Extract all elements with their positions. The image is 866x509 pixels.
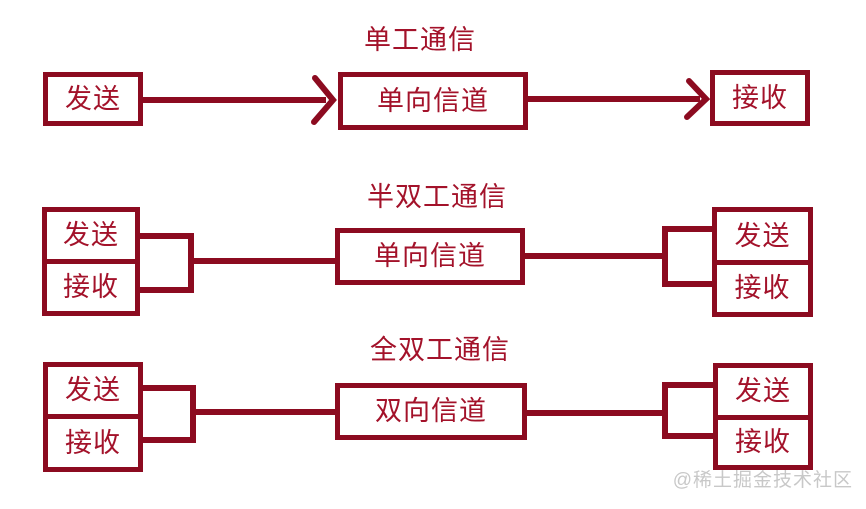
half-duplex-channel-box: 单向信道: [335, 228, 525, 285]
full-duplex-left-send-box: 发送: [43, 362, 143, 419]
bracket-shape: [662, 382, 713, 439]
full-duplex-title: 全双工通信: [370, 335, 510, 365]
full-duplex-right-send-label: 发送: [735, 376, 791, 406]
full-duplex-channel-label: 双向信道: [375, 396, 487, 426]
half-duplex-left-receive-box: 接收: [42, 259, 140, 316]
half-duplex-channel-label: 单向信道: [374, 241, 486, 271]
half-duplex-right-receive-label: 接收: [734, 273, 791, 303]
bracket-shape: [140, 233, 194, 293]
full-duplex-left-bracket: [143, 385, 336, 443]
half-duplex-right-receive-box: 接收: [712, 260, 813, 317]
simplex-left-arrow: [143, 75, 337, 125]
full-duplex-left-receive-label: 接收: [65, 427, 121, 458]
half-duplex-left-receive-label: 接收: [63, 272, 119, 302]
half-duplex-left-bracket: [140, 233, 336, 293]
bracket-shape: [143, 385, 196, 443]
full-duplex-right-send-box: 发送: [713, 363, 813, 420]
half-duplex-right-bracket: [524, 226, 712, 287]
arrow-right-icon: [311, 75, 337, 125]
half-duplex-left-send-box: 发送: [42, 207, 140, 264]
full-duplex-left-send-label: 发送: [65, 375, 121, 405]
arrow-right-icon: [684, 78, 711, 120]
half-duplex-right-send-label: 发送: [734, 220, 791, 251]
simplex-receiver-label: 接收: [732, 82, 788, 113]
simplex-sender-box: 发送: [43, 72, 143, 126]
simplex-sender-label: 发送: [65, 83, 121, 114]
simplex-right-arrow: [528, 78, 711, 120]
half-duplex-title: 半双工通信: [367, 182, 507, 212]
full-duplex-right-receive-label: 接收: [735, 427, 791, 457]
simplex-title: 单工通信: [364, 25, 476, 55]
full-duplex-channel-box: 双向信道: [335, 383, 527, 440]
full-duplex-right-bracket: [526, 382, 713, 439]
simplex-channel-label: 单向信道: [377, 85, 489, 116]
watermark: @稀土掘金技术社区: [672, 470, 853, 491]
full-duplex-left-receive-box: 接收: [43, 414, 143, 472]
simplex-channel-box: 单向信道: [338, 72, 528, 130]
simplex-receiver-box: 接收: [710, 70, 810, 126]
half-duplex-right-send-box: 发送: [712, 207, 813, 265]
half-duplex-left-send-label: 发送: [63, 220, 119, 250]
bracket-shape: [662, 226, 712, 287]
full-duplex-right-receive-box: 接收: [713, 415, 813, 470]
